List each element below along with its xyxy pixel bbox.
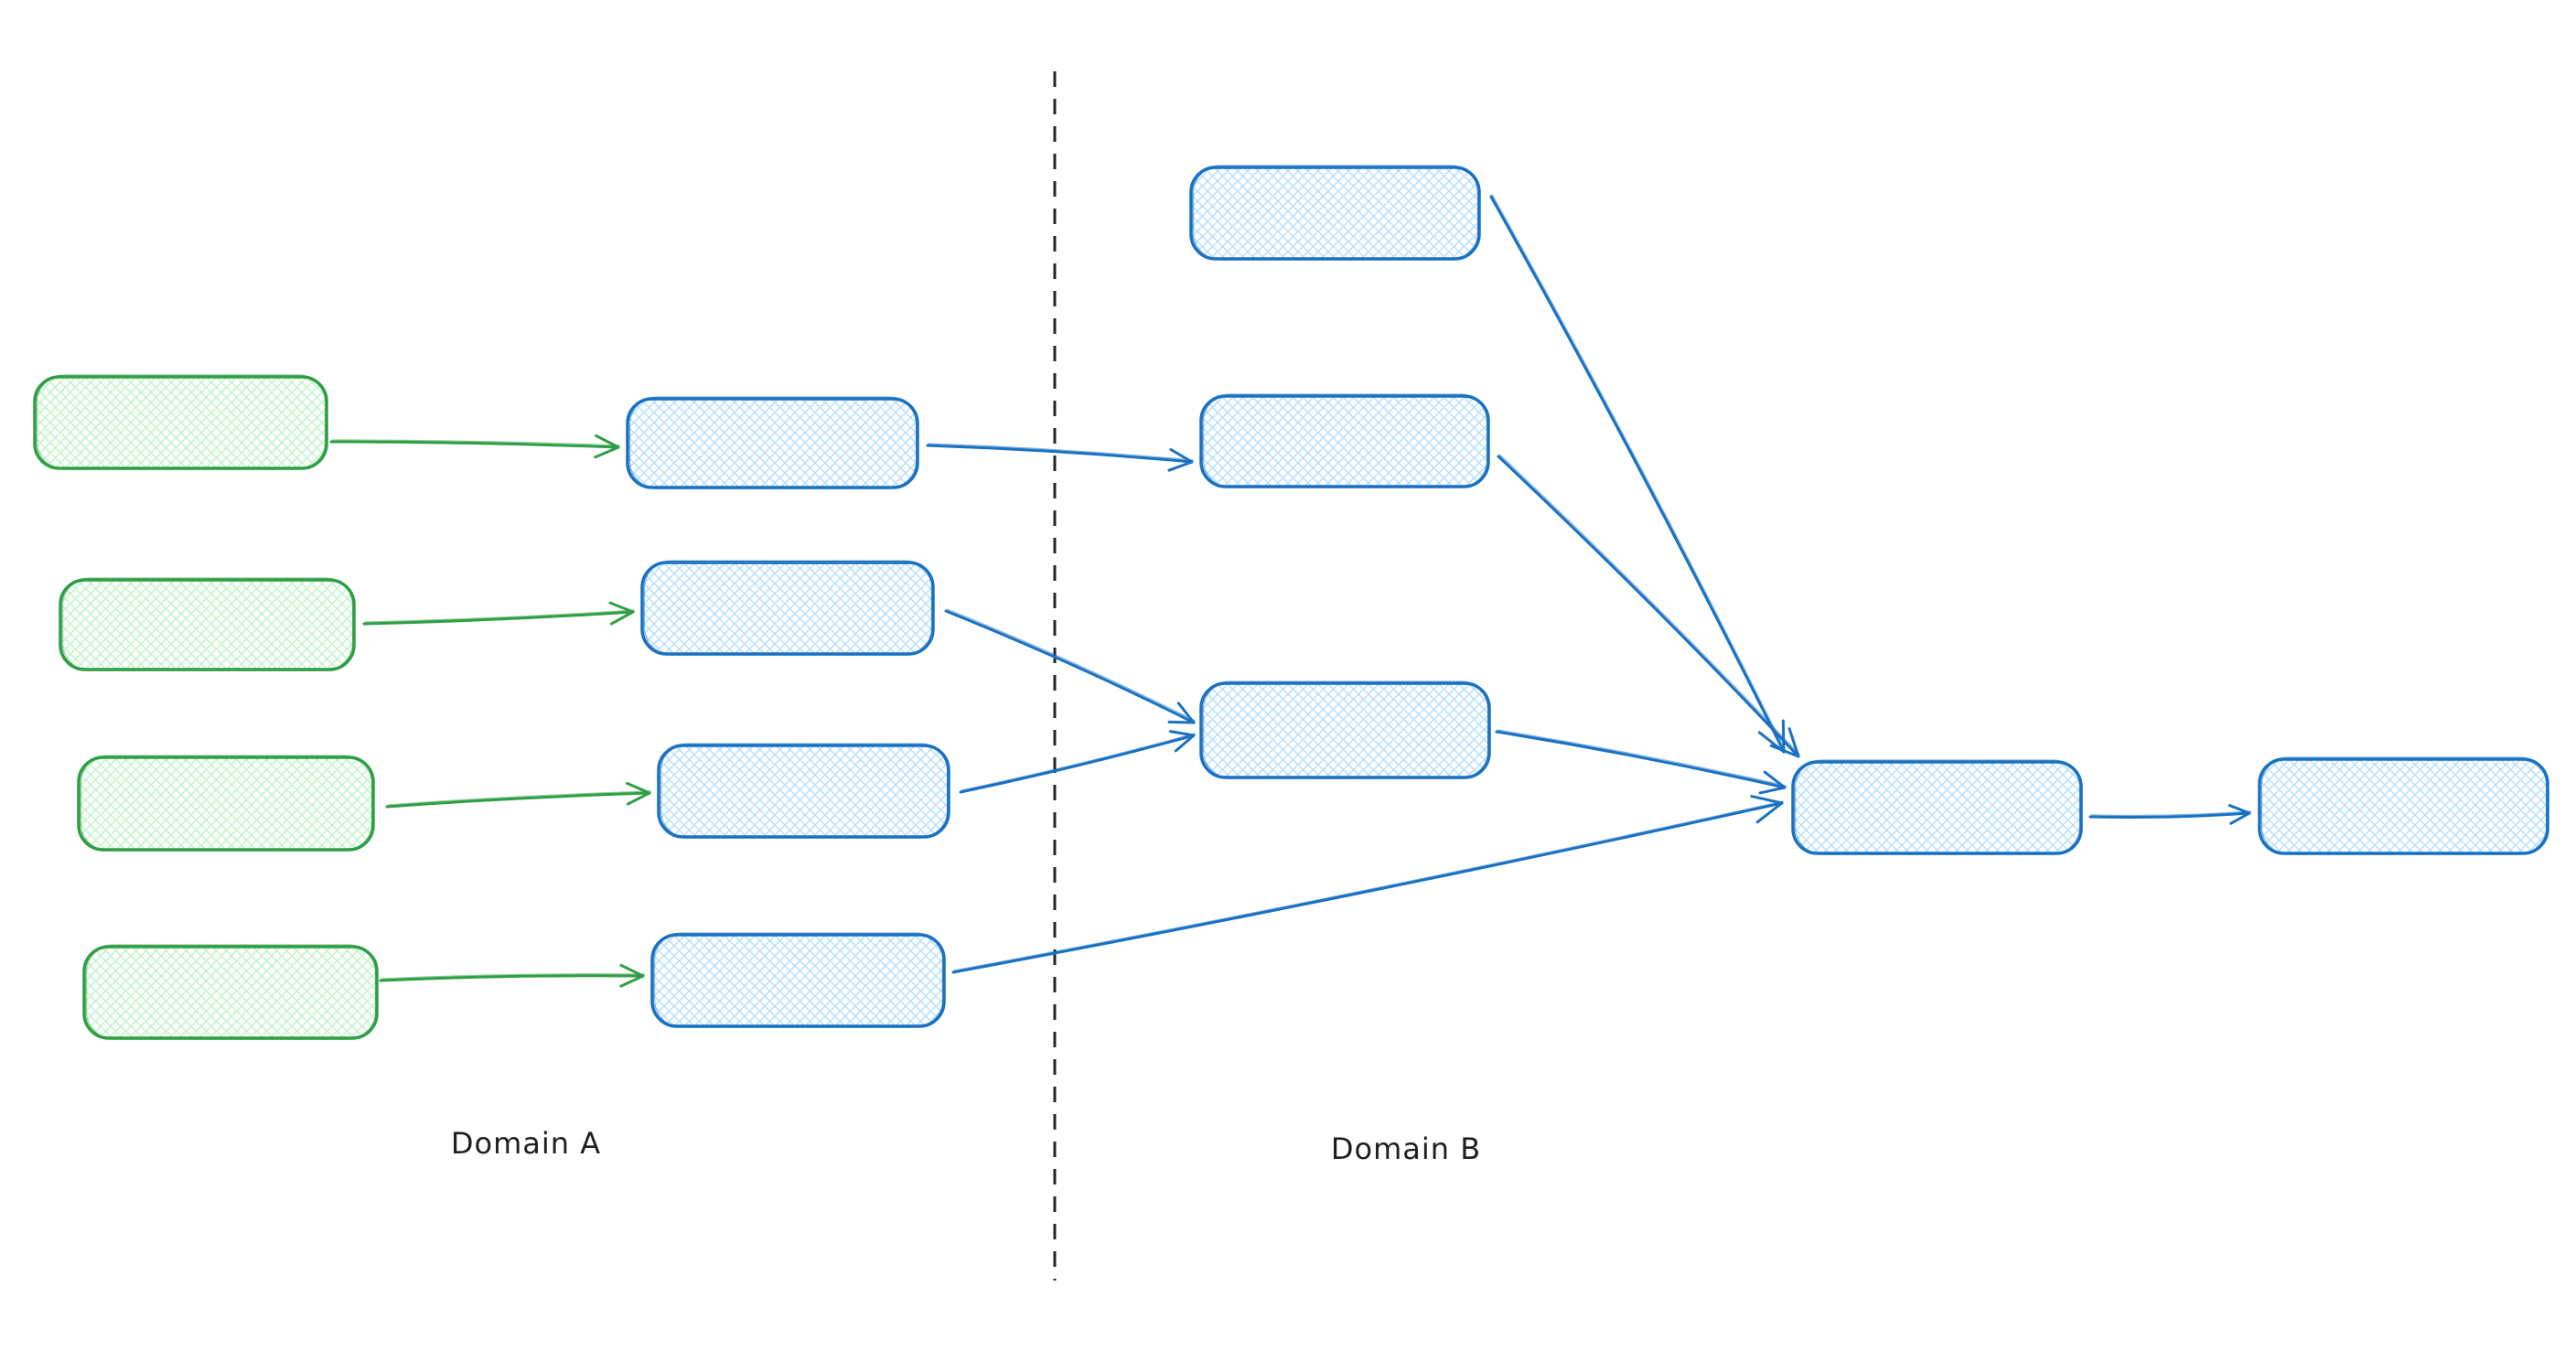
- node-blue-c: [1791, 759, 2083, 855]
- node-blue-a1: [626, 396, 919, 489]
- arrow-a3-b3: [959, 730, 1196, 794]
- arrow-a1-b2: [926, 443, 1194, 472]
- arrow-b3-c: [1495, 729, 1787, 795]
- domain-b-label: Domain B: [1330, 1131, 1482, 1166]
- arrow-g3-a3: [385, 781, 651, 809]
- arrow-a2-b3: [944, 608, 1196, 724]
- node-green-4: [82, 944, 379, 1040]
- node-blue-a4: [650, 932, 946, 1028]
- node-blue-b2: [1199, 393, 1490, 488]
- node-green-1: [33, 374, 328, 470]
- arrow-g1-a1: [329, 434, 620, 459]
- node-green-2: [59, 577, 356, 671]
- arrow-c-f: [2088, 804, 2251, 825]
- arrow-a4-c: [951, 795, 1784, 974]
- node-blue-f: [2258, 756, 2549, 855]
- arrow-g2-a2: [362, 601, 635, 626]
- node-blue-a3: [657, 743, 950, 839]
- arrow-b1-c: [1489, 194, 1786, 754]
- arrow-g4-a4: [379, 963, 645, 988]
- node-blue-a2: [640, 560, 935, 656]
- domain-a-label: Domain A: [450, 1126, 602, 1161]
- node-blue-b1: [1189, 165, 1481, 261]
- node-green-3: [77, 755, 375, 852]
- arrow-b2-c: [1497, 454, 1800, 758]
- node-blue-b3: [1199, 681, 1491, 779]
